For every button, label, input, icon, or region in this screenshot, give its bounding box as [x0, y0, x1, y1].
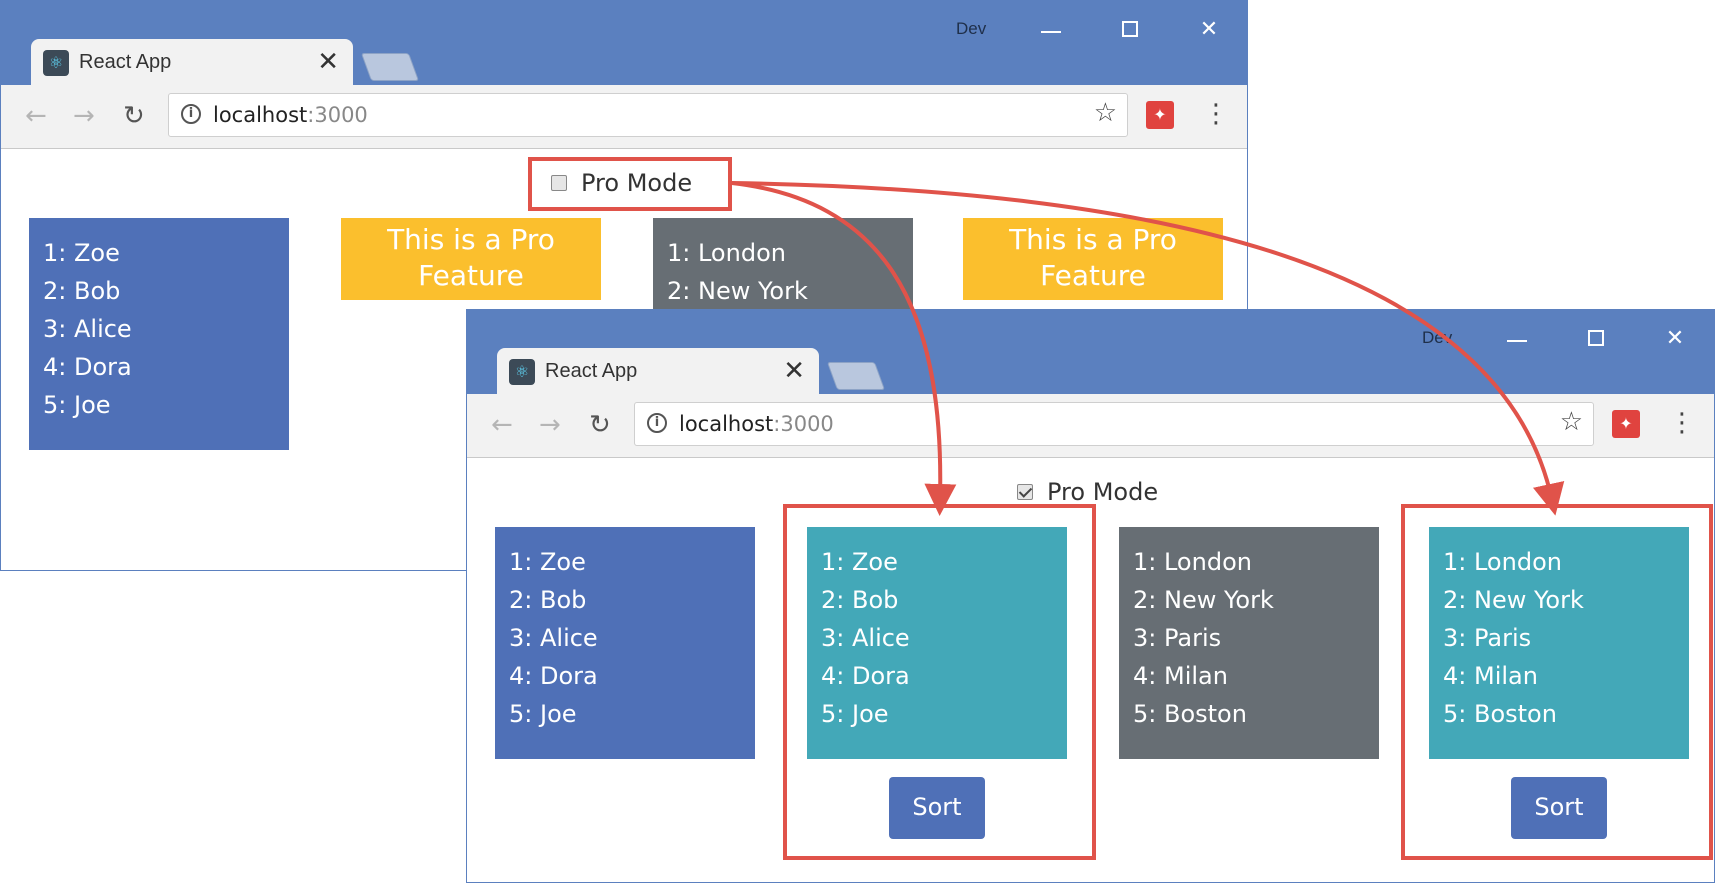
list-item: 5: Boston: [1443, 700, 1557, 728]
list-item: 3: Alice: [509, 624, 598, 652]
browser-toolbar: ← → ↻ i localhost:3000 ☆ ✦ ⋮: [1, 85, 1247, 149]
forward-arrow-icon[interactable]: →: [73, 101, 95, 131]
close-icon: ✕: [1199, 17, 1219, 42]
url-text: localhost:3000: [213, 103, 368, 127]
reload-icon[interactable]: ↻: [589, 410, 611, 440]
annotation-highlight-pro-cities: [1401, 504, 1713, 860]
list-item: 5: Joe: [509, 700, 577, 728]
list-item: 5: Boston: [1133, 700, 1247, 728]
annotation-highlight-pro-mode: [528, 157, 732, 211]
address-bar[interactable]: i localhost:3000 ☆: [634, 402, 1594, 446]
pro-cities-list-box: 1: London 2: New York 3: Paris 4: Milan 5: B…: [1429, 527, 1689, 759]
new-tab-button[interactable]: [360, 53, 420, 81]
pro-feature-message: This is a Pro Feature: [341, 218, 601, 300]
pro-mode-toggle[interactable]: Pro Mode: [1017, 478, 1158, 506]
pro-mode-checkbox[interactable]: [551, 175, 567, 191]
list-item: 3: Alice: [821, 624, 910, 652]
sort-cities-button[interactable]: Sort: [1511, 777, 1607, 839]
list-item: 3: Paris: [1443, 624, 1532, 652]
list-item: 1: London: [667, 239, 786, 267]
names-list-box: 1: Zoe 2: Bob 3: Alice 4: Dora 5: Joe: [495, 527, 755, 759]
cities-list-box: 1: London 2: New York: [653, 218, 913, 318]
minimize-button[interactable]: [1497, 324, 1537, 354]
list-item: 4: Milan: [1443, 662, 1538, 690]
maximize-button[interactable]: [1111, 15, 1151, 45]
list-item: 2: Bob: [509, 586, 587, 614]
list-item: 4: Dora: [43, 353, 132, 381]
pro-mode-toggle[interactable]: Pro Mode: [551, 169, 692, 197]
pro-mode-checkbox[interactable]: [1017, 484, 1033, 500]
list-item: 2: Bob: [43, 277, 121, 305]
bookmark-star-icon[interactable]: ☆: [1093, 98, 1117, 128]
annotation-highlight-pro-names: [783, 504, 1096, 860]
list-item: 4: Dora: [509, 662, 598, 690]
list-item: 2: New York: [667, 277, 808, 305]
cities-list-box: 1: London 2: New York 3: Paris 4: Milan 5: B…: [1119, 527, 1379, 759]
list-item: 1: London: [1133, 548, 1252, 576]
sort-names-button[interactable]: Sort: [889, 777, 985, 839]
react-logo-icon: ⚛: [509, 359, 535, 385]
extension-icon[interactable]: ✦: [1612, 410, 1640, 438]
tab-title: React App: [79, 51, 172, 73]
new-tab-button[interactable]: [826, 362, 886, 390]
menu-dots-icon[interactable]: ⋮: [1669, 408, 1695, 438]
list-item: 1: Zoe: [821, 548, 898, 576]
tab-close-icon[interactable]: ✕: [317, 47, 339, 77]
url-text: localhost:3000: [679, 412, 834, 436]
title-bar: ⚛ React App ✕ Dev ✕: [467, 310, 1714, 394]
list-item: 2: Bob: [821, 586, 899, 614]
minimize-button[interactable]: [1031, 15, 1071, 45]
minimize-icon: [1041, 31, 1061, 33]
tab-react-app[interactable]: ⚛ React App ✕: [31, 39, 353, 85]
list-item: 3: Alice: [43, 315, 132, 343]
pro-feature-message-2: This is a Pro Feature: [963, 218, 1223, 300]
page-content: Pro Mode 1: Zoe 2: Bob 3: Alice 4: Dora 5: J…: [467, 458, 1714, 882]
extension-icon[interactable]: ✦: [1146, 101, 1174, 129]
address-bar[interactable]: i localhost:3000 ☆: [168, 93, 1128, 137]
pro-names-list-box: 1: Zoe 2: Bob 3: Alice 4: Dora 5: Joe: [807, 527, 1067, 759]
reload-icon[interactable]: ↻: [123, 101, 145, 131]
browser-toolbar: ← → ↻ i localhost:3000 ☆ ✦ ⋮: [467, 394, 1714, 458]
pro-mode-label: Pro Mode: [1047, 478, 1159, 506]
minimize-icon: [1507, 340, 1527, 342]
profile-label[interactable]: Dev: [1422, 328, 1453, 347]
maximize-icon: [1122, 21, 1138, 37]
list-item: 5: Joe: [43, 391, 111, 419]
forward-arrow-icon[interactable]: →: [539, 410, 561, 440]
tab-close-icon[interactable]: ✕: [783, 356, 805, 386]
react-logo-icon: ⚛: [43, 50, 69, 76]
bookmark-star-icon[interactable]: ☆: [1559, 407, 1583, 437]
list-item: 5: Joe: [821, 700, 889, 728]
list-item: 3: Paris: [1133, 624, 1222, 652]
list-item: 4: Dora: [821, 662, 910, 690]
names-list-box: 1: Zoe 2: Bob 3: Alice 4: Dora 5: Joe: [29, 218, 289, 450]
tab-react-app[interactable]: ⚛ React App ✕: [497, 348, 819, 394]
list-item: 1: Zoe: [43, 239, 120, 267]
info-icon[interactable]: i: [181, 104, 201, 124]
pro-mode-label: Pro Mode: [581, 169, 693, 197]
menu-dots-icon[interactable]: ⋮: [1203, 99, 1229, 129]
maximize-icon: [1588, 330, 1604, 346]
list-item: 1: Zoe: [509, 548, 586, 576]
list-item: 1: London: [1443, 548, 1562, 576]
close-window-button[interactable]: ✕: [1655, 324, 1695, 354]
list-item: 2: New York: [1443, 586, 1584, 614]
list-item: 2: New York: [1133, 586, 1274, 614]
back-arrow-icon[interactable]: ←: [491, 410, 513, 440]
profile-label[interactable]: Dev: [956, 19, 987, 38]
maximize-button[interactable]: [1577, 324, 1617, 354]
close-window-button[interactable]: ✕: [1189, 15, 1229, 45]
list-item: 4: Milan: [1133, 662, 1228, 690]
title-bar: ⚛ React App ✕ Dev ✕: [1, 1, 1247, 85]
back-arrow-icon[interactable]: ←: [25, 101, 47, 131]
tab-title: React App: [545, 360, 638, 382]
info-icon[interactable]: i: [647, 413, 667, 433]
close-icon: ✕: [1665, 326, 1685, 351]
